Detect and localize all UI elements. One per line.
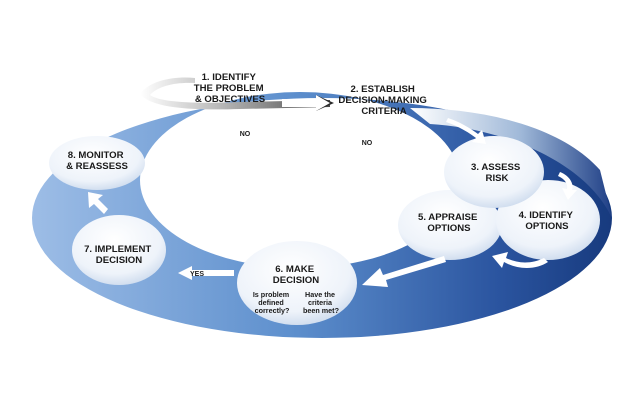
step-7-line-2: DECISION [96, 255, 142, 266]
step-8-line-2: & REASSESS [66, 161, 128, 172]
arrow-3-to-4 [558, 172, 577, 200]
bubble-step-6 [237, 241, 357, 325]
step-8-label: 8. MONITOR & REASSESS [66, 150, 128, 172]
arrow-4-to-5 [492, 252, 548, 268]
bubble-step-8 [49, 136, 145, 190]
step-2-line-2: DECISION-MAKING [338, 95, 426, 106]
question-1-line-1: Is problem [253, 290, 289, 299]
step-3-line-2: RISK [486, 173, 509, 184]
question-2-line-3: been met? [303, 306, 339, 315]
arrow-1-to-2 [282, 95, 330, 111]
step-1-line-2: THE PROBLEM [194, 83, 264, 94]
branch-no-right: NO [362, 140, 373, 147]
step-6-line-2: DECISION [273, 275, 319, 286]
step-4-line-1: 4. IDENTIFY [519, 210, 574, 221]
arrow-2-to-3 [446, 118, 486, 144]
question-2-line-1: Have the [305, 290, 335, 299]
step-2-label: 2. ESTABLISH DECISION-MAKING CRITERIA [338, 84, 429, 117]
step-7-line-1: 7. IMPLEMENT [84, 244, 151, 255]
step-5-label: 5. APPRAISE OPTIONS [418, 212, 480, 234]
bubble-step-7 [72, 215, 166, 285]
branch-no-left: NO [240, 131, 251, 138]
question-1-line-3: correctly? [255, 306, 290, 315]
step-1-label: 1. IDENTIFY THE PROBLEM & OBJECTIVES [194, 72, 267, 105]
branch-yes: YES [190, 271, 204, 278]
step-5-line-2: OPTIONS [427, 223, 471, 234]
step-8-line-1: 8. MONITOR [68, 150, 124, 161]
step-5-line-1: 5. APPRAISE [418, 212, 478, 223]
step-7-label: 7. IMPLEMENT DECISION [84, 244, 154, 266]
step-6-label: 6. MAKE DECISION [273, 264, 319, 286]
step-2-line-1: 2. ESTABLISH [351, 84, 415, 95]
step-2-line-3: CRITERIA [361, 106, 406, 117]
step-3-line-1: 3. ASSESS [471, 162, 521, 173]
question-2-line-2: criteria [308, 298, 333, 307]
arrow-6-to-7-yes [178, 266, 234, 280]
question-problem-defined: Is problem defined correctly? [253, 290, 291, 315]
step-6-line-1: 6. MAKE [275, 264, 315, 275]
bubble-step-3 [444, 136, 544, 208]
step-4-line-2: OPTIONS [525, 221, 569, 232]
arrow-7-to-8 [88, 192, 108, 214]
step-1-line-3: & OBJECTIVES [195, 94, 266, 105]
bubble-step-5 [398, 190, 502, 260]
question-1-line-2: defined [258, 298, 284, 307]
question-criteria-met: Have the criteria been met? [303, 290, 339, 315]
step-4-label: 4. IDENTIFY OPTIONS [519, 210, 576, 232]
step-3-label: 3. ASSESS RISK [471, 162, 523, 184]
step-1-line-1: 1. IDENTIFY [202, 72, 257, 83]
arrow-5-to-6 [362, 256, 446, 287]
top-arc [410, 108, 612, 218]
